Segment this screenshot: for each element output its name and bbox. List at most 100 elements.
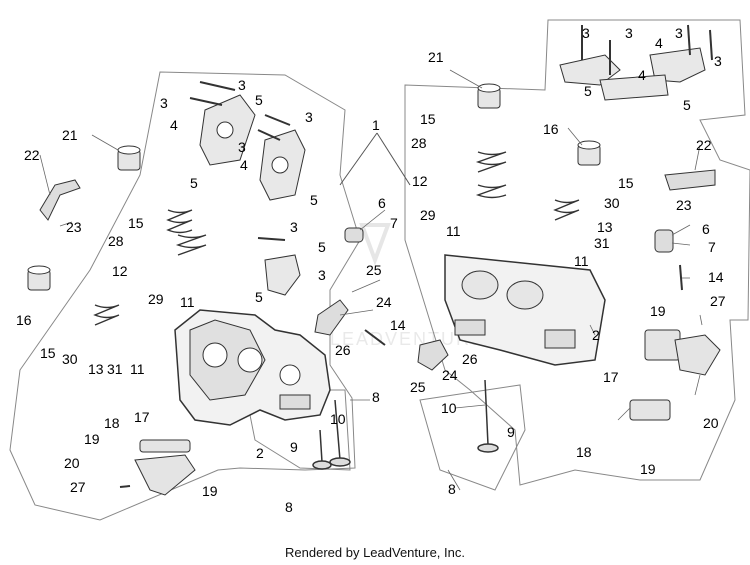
callout-19-b[interactable]: 19	[202, 483, 218, 499]
callout-15-a[interactable]: 15	[128, 215, 144, 231]
callout-12-a[interactable]: 12	[112, 263, 128, 279]
watermark-text: LEADVENTURE	[330, 329, 485, 349]
callout-18-b[interactable]: 18	[576, 444, 592, 460]
callout-17-a[interactable]: 17	[134, 409, 150, 425]
left-cylinder-head	[174, 309, 331, 426]
callout-13-b[interactable]: 13	[597, 219, 613, 235]
callout-13-a[interactable]: 13	[88, 361, 104, 377]
callout-22-right[interactable]: 22	[696, 137, 712, 153]
right-cylinder-head	[444, 254, 606, 366]
right-valve-group-outline	[419, 384, 526, 491]
callout-6-a[interactable]: 6	[378, 195, 386, 211]
callout-27-b[interactable]: 27	[710, 293, 726, 309]
callout-16-right[interactable]: 16	[543, 121, 559, 137]
callout-5-b[interactable]: 5	[190, 175, 198, 191]
callout-12-b[interactable]: 12	[412, 173, 428, 189]
callout-3-g[interactable]: 3	[582, 25, 590, 41]
callout-3-b[interactable]: 3	[160, 95, 168, 111]
callout-16-left[interactable]: 16	[16, 312, 32, 328]
callout-22-left[interactable]: 22	[24, 147, 40, 163]
callout-26-b[interactable]: 26	[462, 351, 478, 367]
callout-3-h[interactable]: 3	[625, 25, 633, 41]
callout-4-b[interactable]: 4	[240, 157, 248, 173]
callout-11-a[interactable]: 11	[180, 294, 195, 310]
callout-25-a[interactable]: 25	[366, 262, 382, 278]
callout-28-a[interactable]: 28	[108, 233, 124, 249]
callout-24-a[interactable]: 24	[376, 294, 392, 310]
callout-5-e[interactable]: 5	[255, 289, 263, 305]
callout-1-leaders	[339, 132, 411, 186]
callout-29-b[interactable]: 29	[420, 207, 436, 223]
callout-5-d[interactable]: 5	[318, 239, 326, 255]
callout-7-a[interactable]: 7	[390, 215, 398, 231]
callout-1[interactable]: 1	[372, 117, 380, 133]
callout-29-a[interactable]: 29	[148, 291, 164, 307]
callout-3-d[interactable]: 3	[238, 139, 246, 155]
fittings-and-hoses	[39, 169, 716, 371]
callout-4-d[interactable]: 4	[638, 67, 646, 83]
valve-springs	[93, 151, 580, 326]
callout-7-b[interactable]: 7	[708, 239, 716, 255]
callout-15-c[interactable]: 15	[420, 111, 436, 127]
callout-6-b[interactable]: 6	[702, 221, 710, 237]
callout-21-left[interactable]: 21	[62, 127, 78, 143]
bolts	[119, 24, 713, 488]
callout-15-d[interactable]: 15	[618, 175, 634, 191]
callout-3-c[interactable]: 3	[305, 109, 313, 125]
callout-20-a[interactable]: 20	[64, 455, 80, 471]
callout-31-b[interactable]: 31	[594, 235, 610, 251]
callout-11-c[interactable]: 11	[446, 223, 461, 239]
callout-21-right[interactable]: 21	[428, 49, 444, 65]
callout-2-a[interactable]: 2	[256, 445, 264, 461]
callout-31-a[interactable]: 31	[107, 361, 123, 377]
callout-4-c[interactable]: 4	[655, 35, 663, 51]
callout-11-b[interactable]: 11	[130, 361, 145, 377]
callout-28-b[interactable]: 28	[411, 135, 427, 151]
callout-23-left[interactable]: 23	[66, 219, 82, 235]
callout-10-b[interactable]: 10	[441, 400, 457, 416]
callout-15-b[interactable]: 15	[40, 345, 56, 361]
left-camshaft-supports	[199, 94, 306, 296]
callout-8-a[interactable]: 8	[285, 499, 293, 515]
callout-2-b[interactable]: 2	[592, 327, 600, 343]
callout-19-d[interactable]: 19	[640, 461, 656, 477]
callout-5-f[interactable]: 5	[584, 83, 592, 99]
callout-14-a[interactable]: 14	[390, 317, 406, 333]
callout-19-c[interactable]: 19	[650, 303, 666, 319]
callout-18-a[interactable]: 18	[104, 415, 120, 431]
callout-19-a[interactable]: 19	[84, 431, 100, 447]
callout-10-a[interactable]: 10	[330, 411, 346, 427]
callout-9-b[interactable]: 9	[507, 424, 515, 440]
callout-27-a[interactable]: 27	[70, 479, 86, 495]
callout-3-a[interactable]: 3	[238, 77, 246, 93]
leader-lines	[39, 69, 703, 491]
tensioner-and-covers	[134, 329, 721, 496]
callout-4-a[interactable]: 4	[170, 117, 178, 133]
callout-9-a[interactable]: 9	[290, 439, 298, 455]
callout-26-a[interactable]: 26	[335, 342, 351, 358]
callout-3-e[interactable]: 3	[290, 219, 298, 235]
callout-3-j[interactable]: 3	[714, 53, 722, 69]
callout-11-d[interactable]: 11	[574, 253, 589, 269]
right-camshaft-supports	[559, 47, 706, 101]
callout-5-g[interactable]: 5	[683, 97, 691, 113]
callout-3-f[interactable]: 3	[318, 267, 326, 283]
callout-30-a[interactable]: 30	[62, 351, 78, 367]
callout-20-b[interactable]: 20	[703, 415, 719, 431]
callout-14-b[interactable]: 14	[708, 269, 724, 285]
callout-23-right[interactable]: 23	[676, 197, 692, 213]
callout-17-b[interactable]: 17	[603, 369, 619, 385]
callout-30-b[interactable]: 30	[604, 195, 620, 211]
callout-8-b[interactable]: 8	[372, 389, 380, 405]
callout-5-a[interactable]: 5	[255, 92, 263, 108]
bucket-tappets	[27, 83, 601, 291]
render-credit-footer: Rendered by LeadVenture, Inc.	[285, 545, 465, 560]
callout-8-c[interactable]: 8	[448, 481, 456, 497]
callout-25-b[interactable]: 25	[410, 379, 426, 395]
callout-24-b[interactable]: 24	[442, 367, 458, 383]
callout-3-i[interactable]: 3	[675, 25, 683, 41]
callout-numbers: 21 22 23 16 3 3 4 5 3 3 4 5 5 3 5 3 5 15…	[16, 25, 726, 515]
right-head-group-outline	[404, 19, 750, 486]
callout-5-c[interactable]: 5	[310, 192, 318, 208]
